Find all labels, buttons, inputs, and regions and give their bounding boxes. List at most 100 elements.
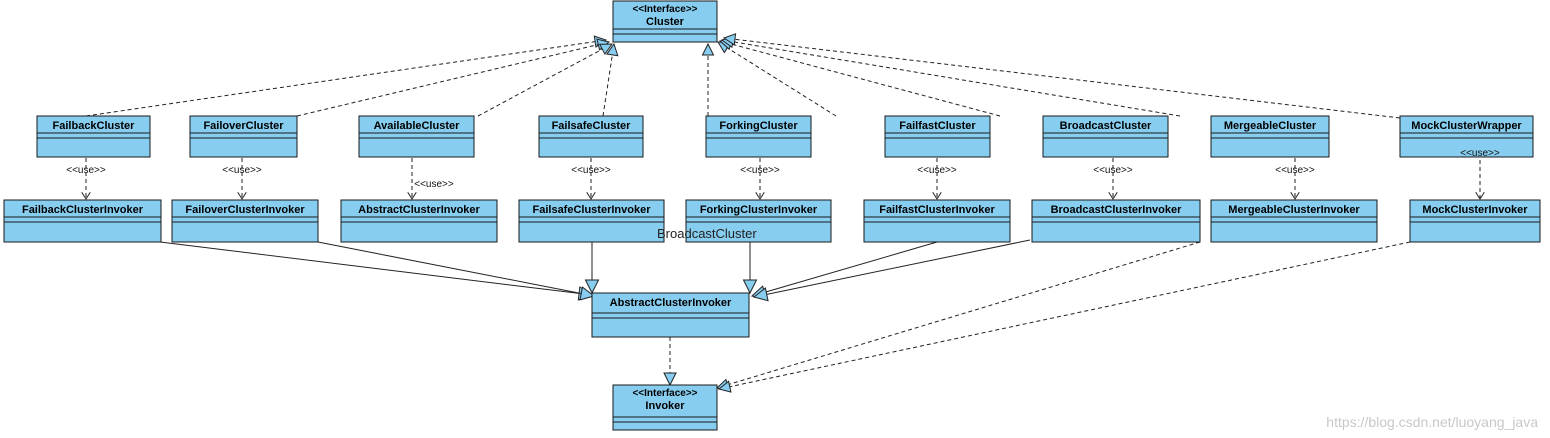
failover-cluster-name: FailoverCluster bbox=[203, 120, 284, 132]
realization-edge-mock-cluster-invoker bbox=[729, 241, 1411, 388]
broadcast-cluster-invoker-shape bbox=[1031, 199, 1201, 243]
failfast-cluster-invoker-name: FailfastClusterInvoker bbox=[879, 204, 995, 216]
generalization-edge-failback-cluster-invoker bbox=[159, 241, 580, 294]
realization-edge-mergeable-cluster-invoker bbox=[727, 241, 1201, 386]
failover-cluster: FailoverCluster bbox=[189, 115, 298, 158]
failfast-cluster-invoker: FailfastClusterInvoker bbox=[863, 199, 1011, 243]
failsafe-cluster-invoker-name: FailsafeClusterInvoker bbox=[533, 204, 652, 216]
failback-cluster-invoker-name: FailbackClusterInvoker bbox=[22, 204, 144, 216]
failback-cluster: FailbackCluster bbox=[36, 115, 151, 158]
realization-edge-mock-cluster-wrapper-arrowhead bbox=[722, 33, 737, 46]
mock-cluster-invoker-name: MockClusterInvoker bbox=[1422, 204, 1528, 216]
forking-cluster: ForkingCluster bbox=[705, 115, 812, 158]
broadcast-cluster: BroadcastCluster bbox=[1042, 115, 1169, 158]
abstract-cluster-invoker-center-shape bbox=[591, 292, 750, 338]
failback-cluster-invoker-shape bbox=[3, 199, 162, 243]
cluster-interface-shape bbox=[612, 0, 718, 43]
generalization-edge-failfast-cluster-invoker bbox=[764, 241, 938, 293]
available-cluster-name: AvailableCluster bbox=[374, 120, 461, 132]
forking-cluster-invoker: ForkingClusterInvoker bbox=[685, 199, 832, 243]
forking-cluster-invoker-name: ForkingClusterInvoker bbox=[700, 204, 818, 216]
realization-edge-mock-cluster-wrapper bbox=[734, 38, 1401, 119]
use-label-mock-cluster-wrapper: <<use>> bbox=[1460, 148, 1500, 159]
realization-edge-available-cluster bbox=[477, 48, 603, 117]
invoker-interface: <<Interface>>Invoker bbox=[612, 384, 718, 431]
realization-edge-failsafe-cluster bbox=[602, 54, 613, 117]
realization-edge-abstract-to-invoker-arrowhead bbox=[663, 372, 677, 387]
mergeable-cluster-name: MergeableCluster bbox=[1224, 120, 1317, 132]
failover-cluster-invoker: FailoverClusterInvoker bbox=[171, 199, 319, 243]
use-arrowhead-failover-cluster bbox=[237, 191, 247, 200]
mock-cluster-wrapper-shape bbox=[1399, 115, 1534, 158]
failsafe-cluster-name: FailsafeCluster bbox=[552, 120, 632, 132]
use-label-failsafe-cluster: <<use>> bbox=[571, 165, 611, 176]
failfast-cluster-name: FailfastCluster bbox=[899, 120, 976, 132]
failsafe-cluster-invoker: FailsafeClusterInvoker bbox=[518, 199, 665, 243]
abstract-cluster-invoker-center-name: AbstractClusterInvoker bbox=[610, 297, 732, 309]
failfast-cluster-invoker-shape bbox=[863, 199, 1011, 243]
use-arrowhead-broadcast-cluster bbox=[1108, 191, 1118, 200]
broadcast-cluster-shape bbox=[1042, 115, 1169, 158]
failsafe-cluster: FailsafeCluster bbox=[538, 115, 644, 158]
failfast-cluster-shape bbox=[884, 115, 991, 158]
broadcast-cluster-invoker: BroadcastClusterInvoker bbox=[1031, 199, 1201, 243]
broadcast-cluster-invoker-name: BroadcastClusterInvoker bbox=[1051, 204, 1183, 216]
available-cluster: AvailableCluster bbox=[358, 115, 475, 158]
realization-edge-forking-cluster-arrowhead bbox=[701, 42, 715, 56]
use-arrowhead-failsafe-cluster bbox=[586, 191, 596, 200]
mergeable-cluster-shape bbox=[1210, 115, 1330, 158]
use-label-failback-cluster: <<use>> bbox=[66, 165, 106, 176]
failover-cluster-invoker-shape bbox=[171, 199, 319, 243]
failback-cluster-shape bbox=[36, 115, 151, 158]
invoker-interface-stereotype: <<Interface>> bbox=[632, 388, 697, 399]
use-label-failover-cluster: <<use>> bbox=[222, 165, 262, 176]
mergeable-cluster: MergeableCluster bbox=[1210, 115, 1330, 158]
mergeable-cluster-invoker-name: MergeableClusterInvoker bbox=[1228, 204, 1360, 216]
generalization-edge-broadcast-cluster-invoker bbox=[766, 239, 1031, 295]
use-arrowhead-available-cluster bbox=[407, 191, 417, 200]
mock-cluster-invoker-shape bbox=[1409, 199, 1541, 243]
abstract-cluster-invoker-shape bbox=[340, 199, 498, 243]
use-label-mergeable-cluster: <<use>> bbox=[1275, 165, 1315, 176]
generalization-edge-failover-cluster-invoker bbox=[317, 241, 582, 294]
broadcast-cluster-name: BroadcastCluster bbox=[1060, 120, 1152, 132]
failsafe-cluster-shape bbox=[538, 115, 644, 158]
cluster-interface: <<Interface>>Cluster bbox=[612, 0, 718, 43]
abstract-cluster-invoker-name: AbstractClusterInvoker bbox=[358, 204, 480, 216]
use-arrowhead-forking-cluster bbox=[755, 191, 765, 200]
failover-cluster-shape bbox=[189, 115, 298, 158]
failsafe-cluster-invoker-shape bbox=[518, 199, 665, 243]
use-label-available-cluster: <<use>> bbox=[414, 179, 454, 190]
watermark: https://blog.csdn.net/luoyang_java bbox=[1326, 414, 1538, 430]
forking-cluster-invoker-shape bbox=[685, 199, 832, 243]
available-cluster-shape bbox=[358, 115, 475, 158]
mock-cluster-wrapper-name: MockClusterWrapper bbox=[1411, 120, 1522, 132]
generalization-edge-failover-cluster-invoker-arrowhead bbox=[579, 286, 596, 301]
realization-edge-failsafe-cluster-arrowhead bbox=[606, 42, 619, 57]
failover-cluster-invoker-name: FailoverClusterInvoker bbox=[185, 204, 305, 216]
realization-edge-failfast-cluster bbox=[727, 47, 837, 117]
abstract-cluster-invoker: AbstractClusterInvoker bbox=[340, 199, 498, 243]
use-arrowhead-mock-cluster-wrapper bbox=[1475, 191, 1485, 200]
mock-cluster-wrapper: MockClusterWrapper bbox=[1399, 115, 1534, 158]
mergeable-cluster-invoker-shape bbox=[1210, 199, 1378, 243]
mock-cluster-invoker: MockClusterInvoker bbox=[1409, 199, 1541, 243]
forking-cluster-shape bbox=[705, 115, 812, 158]
use-arrowhead-failfast-cluster bbox=[932, 191, 942, 200]
cluster-interface-stereotype: <<Interface>> bbox=[632, 4, 697, 15]
realization-edge-failback-cluster bbox=[85, 41, 596, 117]
use-arrowhead-failback-cluster bbox=[81, 191, 91, 200]
cluster-interface-name: Cluster bbox=[646, 16, 685, 28]
abstract-cluster-invoker-center: AbstractClusterInvoker bbox=[591, 292, 750, 338]
stray-broadcast-cluster-label: BroadcastCluster bbox=[657, 226, 757, 241]
forking-cluster-name: ForkingCluster bbox=[719, 120, 798, 132]
generalization-edge-forking-cluster-invoker-arrowhead bbox=[742, 279, 758, 295]
mergeable-cluster-invoker: MergeableClusterInvoker bbox=[1210, 199, 1378, 243]
use-label-forking-cluster: <<use>> bbox=[740, 165, 780, 176]
failback-cluster-name: FailbackCluster bbox=[53, 120, 136, 132]
use-arrowhead-mergeable-cluster bbox=[1290, 191, 1300, 200]
realization-edge-mergeable-cluster bbox=[732, 41, 1181, 117]
realization-edge-failover-cluster bbox=[296, 44, 599, 117]
realization-edge-broadcast-cluster bbox=[730, 43, 1001, 117]
